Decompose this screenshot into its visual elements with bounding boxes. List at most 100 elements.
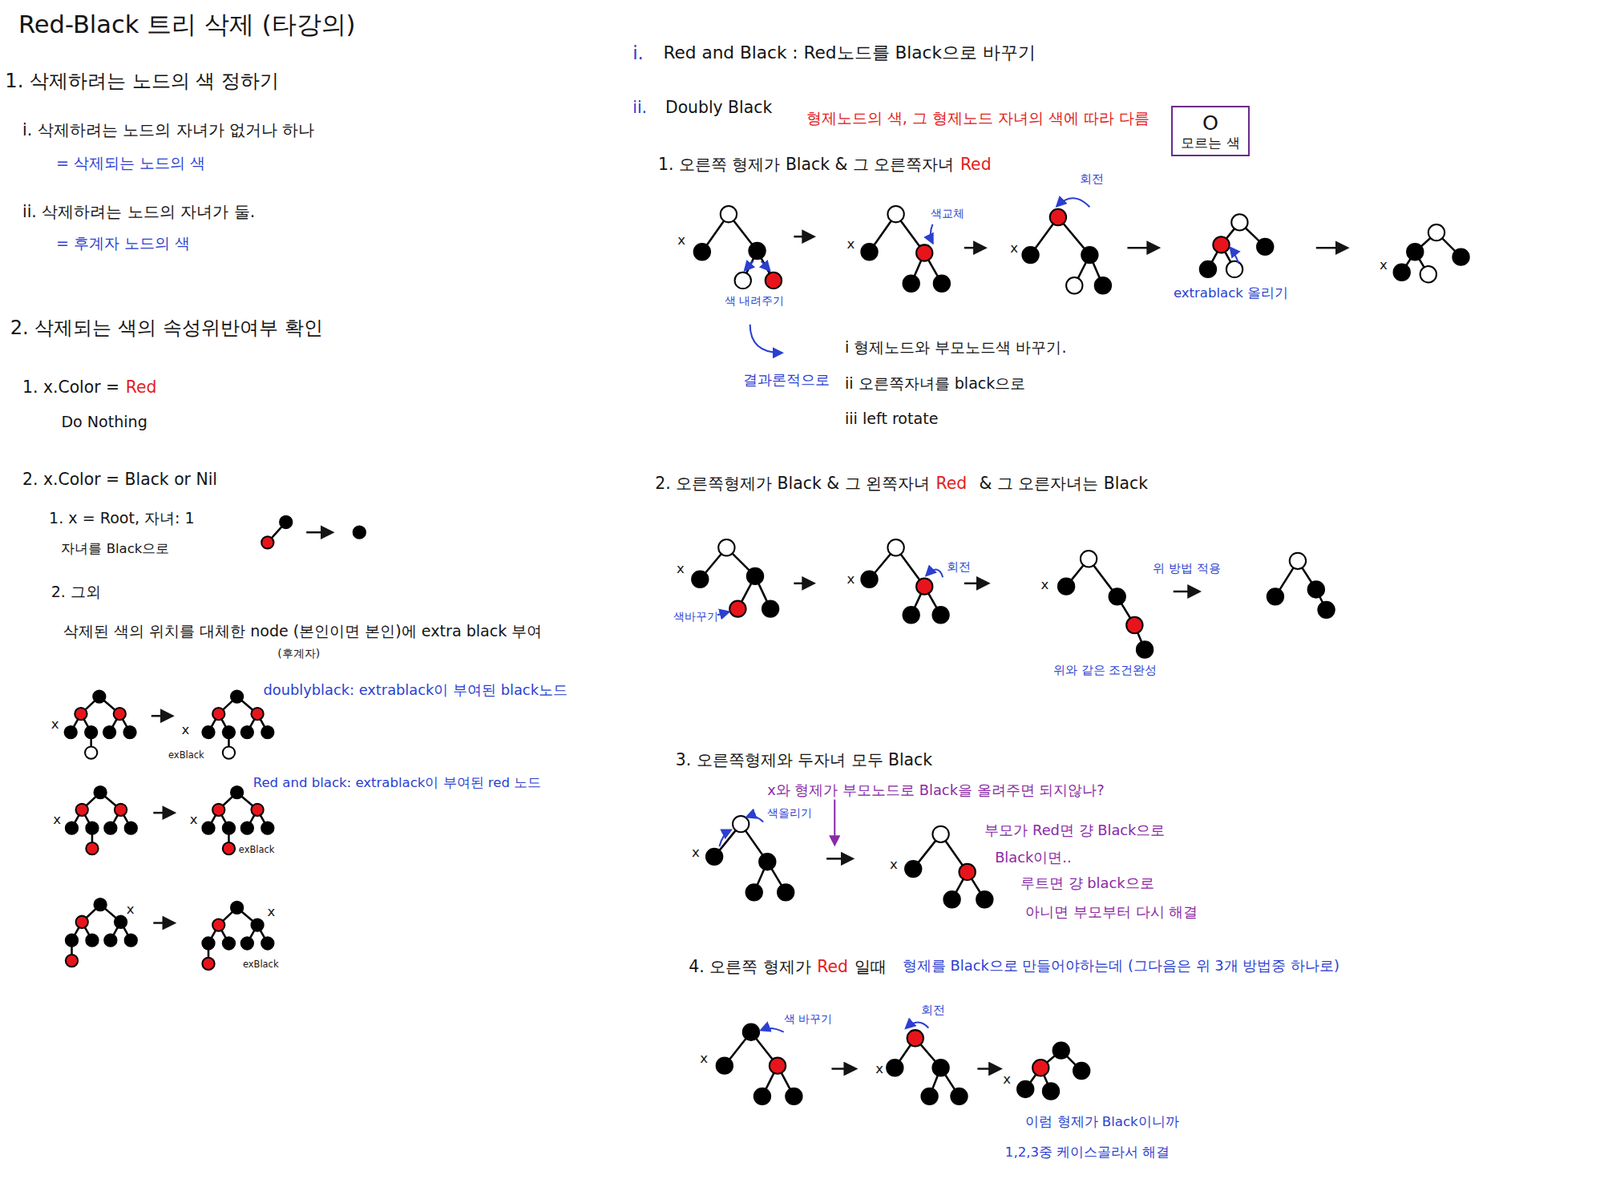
note-text: 3. 오른쪽형제와 두자녀 모두 Black <box>675 750 933 770</box>
tree-node <box>230 690 243 703</box>
note-text: x <box>1002 1071 1011 1088</box>
tree-figure <box>860 539 949 623</box>
tree-figure <box>691 539 779 618</box>
annotation-arrow <box>926 569 943 578</box>
tree-node <box>887 539 904 556</box>
tree-node <box>1032 1059 1049 1076</box>
tree-figure <box>1267 553 1335 619</box>
tree-node <box>1136 641 1153 658</box>
tree-node <box>950 1088 967 1105</box>
tree-node <box>903 275 920 292</box>
note-text: ii. 삭제하려는 노드의 자녀가 둘. <box>22 202 255 222</box>
note-text: x <box>699 1050 708 1067</box>
tree-figure <box>1017 1042 1090 1099</box>
tree-node <box>759 853 776 870</box>
tree-node <box>1406 243 1423 260</box>
step-arrow <box>1127 246 1158 250</box>
tree-node <box>65 822 78 835</box>
note-text: i. <box>632 42 644 65</box>
note-text: 자녀를 Black으로 <box>60 541 170 558</box>
tree-node <box>943 891 960 908</box>
note-text: 색 내려주기 <box>724 294 784 308</box>
tree-figure <box>1022 209 1112 295</box>
tree-node <box>230 786 243 799</box>
note-text: extrablack 올리기 <box>1173 285 1289 302</box>
note-text: 루트면 걍 black으로 <box>1020 874 1155 892</box>
tree-node <box>1080 550 1097 567</box>
note-text: 1. 오른쪽 형제가 Black & 그 오른쪽자녀 <box>658 154 954 174</box>
step-arrow <box>306 531 332 534</box>
tree-node <box>903 606 920 623</box>
tree-node <box>261 937 274 950</box>
tree-node <box>747 568 764 585</box>
note-text: 회전 <box>1079 171 1104 186</box>
tree-node <box>104 934 117 947</box>
note-text: 결과론적으로 <box>743 371 830 388</box>
tree-node <box>785 1088 802 1105</box>
tree-node <box>222 822 235 835</box>
annotation-arrow <box>761 261 770 271</box>
tree-node <box>1126 617 1143 634</box>
tree-node <box>748 242 765 259</box>
tree-figure <box>353 526 366 539</box>
tree-node <box>1058 577 1075 594</box>
note-text: doublyblack: extrablack이 부여된 black노드 <box>262 681 568 699</box>
tree-node <box>261 536 274 549</box>
box-text: O <box>1180 110 1240 136</box>
tree-node <box>230 901 243 914</box>
note-text: Red and Black : Red노드를 Black으로 바꾸기 <box>662 42 1035 64</box>
note-text: & 그 오른자녀는 Black <box>979 473 1148 493</box>
tree-node <box>720 206 737 223</box>
note-text: 이럼 형제가 Black이니까 <box>1025 1114 1179 1131</box>
tree-node <box>932 606 949 623</box>
tree-node <box>886 1059 903 1076</box>
tree-node <box>732 816 749 833</box>
tree-node <box>932 826 949 843</box>
step-arrow <box>153 921 174 925</box>
tree-node <box>1289 553 1306 570</box>
tree-node <box>65 934 78 947</box>
note-text: 2. 삭제되는 색의 속성위반여부 확인 <box>10 316 324 340</box>
tree-node <box>212 918 225 931</box>
tree-node <box>1452 248 1469 265</box>
step-arrow <box>977 1067 1000 1071</box>
note-text: Red <box>125 377 158 397</box>
note-text: x <box>875 1061 884 1078</box>
tree-node <box>250 918 263 931</box>
note-text: x <box>847 571 856 588</box>
note-text: 색올리기 <box>767 806 813 821</box>
tree-node <box>84 726 97 739</box>
note-text: x <box>51 716 60 733</box>
tree-node <box>241 726 254 739</box>
note-text: 색 바꾸기 <box>783 1012 833 1027</box>
note-text: x <box>691 844 700 861</box>
tree-figure <box>706 816 794 902</box>
tree-node <box>353 526 366 539</box>
note-text: x <box>52 812 61 829</box>
tree-node <box>905 860 922 877</box>
tree-node <box>64 726 77 739</box>
note-text: 부모가 Red면 걍 Black으로 <box>984 821 1165 839</box>
note-text: 회전 <box>921 1002 946 1018</box>
note-text: x <box>889 856 898 873</box>
note-text: = 삭제되는 노드의 색 <box>56 154 206 174</box>
tree-node <box>916 244 933 261</box>
step-arrow <box>793 582 813 586</box>
note-text: Red and black: extrablack이 부여된 red 노드 <box>253 775 542 792</box>
tree-node <box>85 822 98 835</box>
tree-node <box>222 746 235 759</box>
tree-node <box>202 822 215 835</box>
note-text: 일때 <box>854 957 887 977</box>
tree-figure <box>261 516 292 550</box>
tree-node <box>1226 261 1243 278</box>
tree-node <box>769 1057 786 1074</box>
tree-node <box>261 726 274 739</box>
tree-node <box>114 916 127 929</box>
tree-node <box>743 1024 760 1041</box>
note-text: 색바꾸기 <box>673 610 719 624</box>
note-text: x <box>1040 577 1049 594</box>
tree-node <box>125 934 138 947</box>
box-text: 모르는 색 <box>1180 135 1240 152</box>
tree-node <box>222 937 235 950</box>
